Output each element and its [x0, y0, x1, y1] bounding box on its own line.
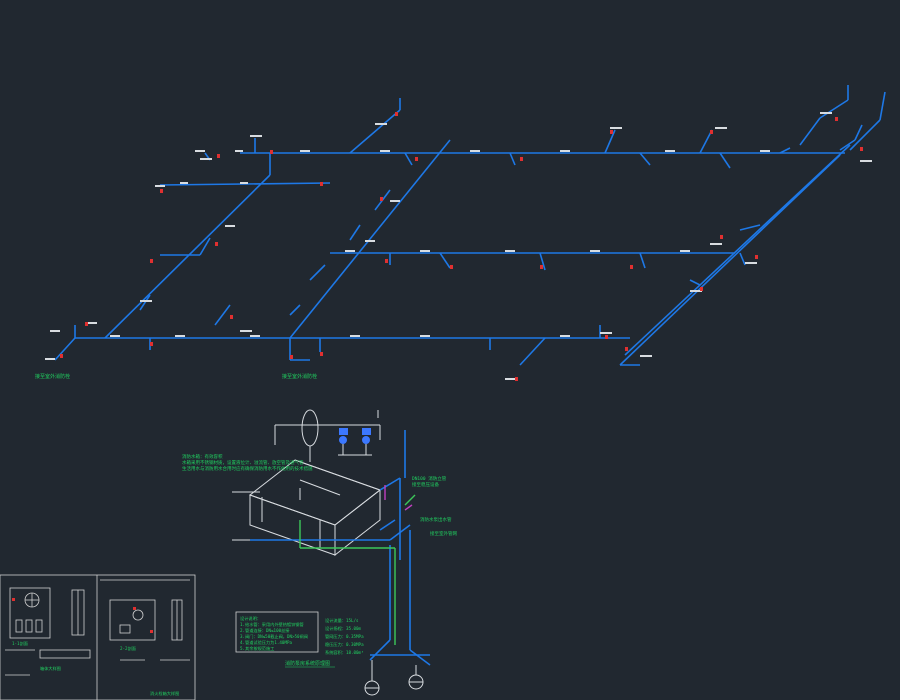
notes-line-5: 5.其余按规范施工: [240, 645, 274, 652]
detail-title-d: 消火栓箱大样图: [150, 690, 179, 697]
riser-note-4: 接至室外管网: [430, 530, 457, 537]
detail-drawing-frame: [0, 574, 196, 700]
riser-note-1: DN100 消防立管: [412, 475, 447, 482]
riser-note-2: 接至稳压设备: [412, 481, 439, 488]
pump-system-title: 消防泵房系统原理图: [285, 660, 330, 667]
notes-line-3: 3.阀门：DN≤50截止阀，DN>50闸阀: [240, 633, 308, 640]
center-outlet-note: 接至室外消防栓: [282, 373, 317, 380]
detail-title-a: 1-1剖面: [12, 640, 28, 647]
design-notes-box: [235, 611, 319, 653]
flow-line-2: 管网压力：0.35MPa: [325, 633, 364, 640]
detail-title-b: 2-2剖面: [120, 645, 136, 652]
notes-line-0: 设计说明：: [240, 615, 261, 622]
flow-line-0: 设计流量：15L/s: [325, 617, 359, 624]
notes-line-2: 2.管道连接：DN≤100丝接: [240, 627, 290, 634]
tank-note-2: 水箱采用不锈钢材质，设置液位计、溢流管、放空管及通气管: [182, 459, 304, 466]
notes-line-4: 4.管道试验压力为1.40MPa: [240, 639, 292, 646]
isometric-pipe-network: [54, 85, 886, 366]
left-outlet-note: 接至室外消防栓: [35, 373, 70, 380]
detail-accent-marks: [12, 598, 153, 633]
detail-title-c: 箱体大样图: [40, 665, 61, 672]
pipe-tag-marks: [45, 112, 872, 380]
flow-line-3: 稳压压力：0.30MPa: [325, 641, 364, 648]
riser-note-3: 消防水泵出水管: [420, 516, 452, 523]
tank-note-1: 消防水箱：有效容积: [182, 453, 223, 460]
tank-note-3: 生活用水与消防用水合用时应有确保消防用水不作他用的技术措施: [182, 465, 313, 472]
flow-line-4: 系统容积：18.00m³: [325, 649, 364, 656]
water-tank-detail: [232, 409, 431, 696]
notes-line-1: 1.给水管：采用内外壁热镀锌钢管: [240, 621, 304, 628]
flow-line-1: 设计扬程：35.00m: [325, 625, 362, 632]
